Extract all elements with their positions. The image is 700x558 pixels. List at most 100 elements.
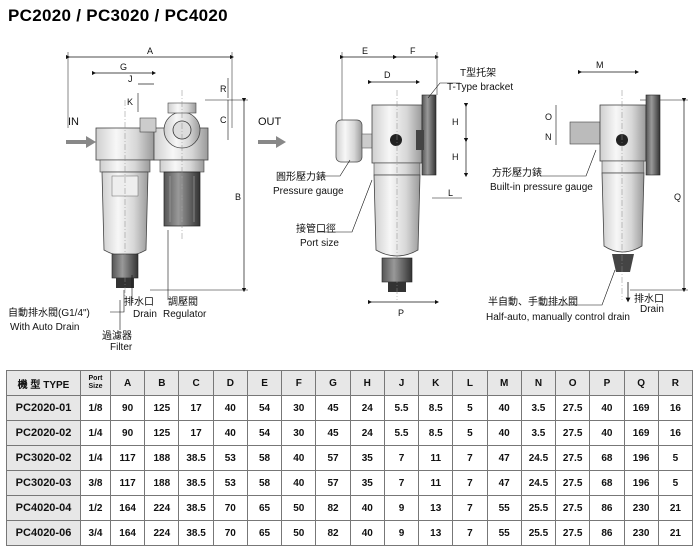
dimension-cell: 58: [246, 445, 283, 471]
dimension-cell: 38.5: [178, 495, 214, 521]
dimension-cell: 40: [281, 445, 317, 471]
port-size-cell: 1/4: [80, 445, 111, 471]
port-size-cell: 1/4: [80, 420, 111, 446]
dimension-cell: 82: [315, 520, 351, 546]
dimension-cell: 38.5: [178, 445, 214, 471]
dimension-cell: 230: [623, 495, 659, 521]
dim-r-label: R: [220, 84, 227, 94]
manual-drain-label-en: Half-auto, manually control drain: [486, 312, 630, 323]
dimension-cell: 24: [349, 420, 385, 446]
dimension-cell: 70: [212, 495, 248, 521]
dimension-cell: 35: [349, 470, 385, 496]
dimension-cell: 40: [281, 470, 317, 496]
dimension-cell: 90: [109, 420, 146, 446]
out-label: OUT: [258, 116, 282, 128]
dim-l-label: L: [448, 188, 453, 198]
dimension-cell: 164: [109, 520, 146, 546]
dimension-cell: 50: [281, 495, 317, 521]
dim-g-label: G: [120, 62, 127, 72]
dimension-cell: 58: [246, 470, 283, 496]
dimension-cell: 169: [623, 420, 659, 446]
dimension-cell: 45: [315, 420, 351, 446]
dimension-cell: 68: [589, 470, 625, 496]
dimension-cell: 24: [349, 395, 385, 421]
port-size-label-cn: 接管口徑: [296, 222, 336, 235]
dim-q-label: Q: [674, 192, 681, 202]
dimension-cell: 11: [418, 470, 454, 496]
round-gauge-label-cn: 圓形壓力錶: [276, 170, 326, 183]
in-label: IN: [68, 116, 79, 128]
dimension-cell: 7: [383, 445, 420, 471]
dimension-cell: 27.5: [555, 520, 591, 546]
dimension-cell: 17: [178, 420, 214, 446]
dimension-cell: 27.5: [555, 395, 591, 421]
dimension-cell: 5: [657, 445, 694, 471]
dimension-cell: 86: [589, 495, 625, 521]
dimension-cell: 169: [623, 395, 659, 421]
header-col: C: [178, 370, 214, 396]
dimension-cell: 27.5: [555, 445, 591, 471]
header-col: R: [657, 370, 694, 396]
dimension-cell: 55: [486, 495, 522, 521]
dimension-cell: 16: [657, 395, 694, 421]
dimension-cell: 7: [452, 470, 488, 496]
dimension-cell: 3.5: [520, 420, 557, 446]
dimension-cell: 224: [144, 520, 180, 546]
dimension-cell: 7: [452, 445, 488, 471]
header-port-line1: Port: [88, 375, 103, 382]
drain2-label-cn: 排水口: [634, 292, 664, 305]
dimension-cell: 17: [178, 395, 214, 421]
dimension-cell: 40: [589, 395, 625, 421]
dimension-cell: 40: [589, 420, 625, 446]
dimension-cell: 40: [486, 420, 522, 446]
dimension-cell: 11: [418, 445, 454, 471]
technical-drawing: A G J K R C B IN: [8, 46, 688, 353]
dimension-cell: 5: [452, 395, 488, 421]
model-cell: PC4020-06: [6, 520, 81, 546]
dimension-cell: 5.5: [383, 420, 420, 446]
dimension-cell: 27.5: [555, 495, 591, 521]
dimension-cell: 90: [109, 395, 146, 421]
port-size-cell: 3/4: [80, 520, 111, 546]
header-col: O: [555, 370, 591, 396]
dimension-cell: 65: [246, 495, 283, 521]
dim-n-label: N: [545, 132, 552, 142]
dimension-cell: 70: [212, 520, 248, 546]
dimension-cell: 224: [144, 495, 180, 521]
dimension-cell: 54: [246, 420, 283, 446]
header-col: K: [418, 370, 454, 396]
dimension-cell: 47: [486, 470, 522, 496]
dim-a-label: A: [147, 46, 153, 56]
dimension-cell: 38.5: [178, 520, 214, 546]
dimension-cell: 196: [623, 445, 659, 471]
dimension-cell: 117: [109, 470, 146, 496]
page-title: PC2020 / PC3020 / PC4020: [8, 6, 228, 25]
dimension-cell: 16: [657, 420, 694, 446]
header-col: E: [246, 370, 283, 396]
header-col: L: [452, 370, 488, 396]
side-view: OUT E F D H H L P: [258, 46, 513, 318]
dimension-cell: 230: [623, 520, 659, 546]
front-view: A G J K R C B IN: [8, 46, 248, 353]
model-cell: PC4020-04: [6, 495, 81, 521]
dimension-cell: 7: [452, 520, 488, 546]
dim-h-label-1: H: [452, 117, 459, 127]
dimension-cell: 7: [383, 470, 420, 496]
dimension-cell: 188: [144, 470, 180, 496]
bracket-label-cn: T型托架: [460, 66, 496, 79]
dimension-cell: 40: [212, 395, 248, 421]
dimension-cell: 40: [486, 395, 522, 421]
header-col: G: [315, 370, 351, 396]
dimension-cell: 30: [281, 420, 317, 446]
dim-c-label: C: [220, 115, 227, 125]
dimension-cell: 21: [657, 495, 694, 521]
square-gauge-label-en: Built-in pressure gauge: [490, 182, 593, 193]
dimension-cell: 188: [144, 445, 180, 471]
